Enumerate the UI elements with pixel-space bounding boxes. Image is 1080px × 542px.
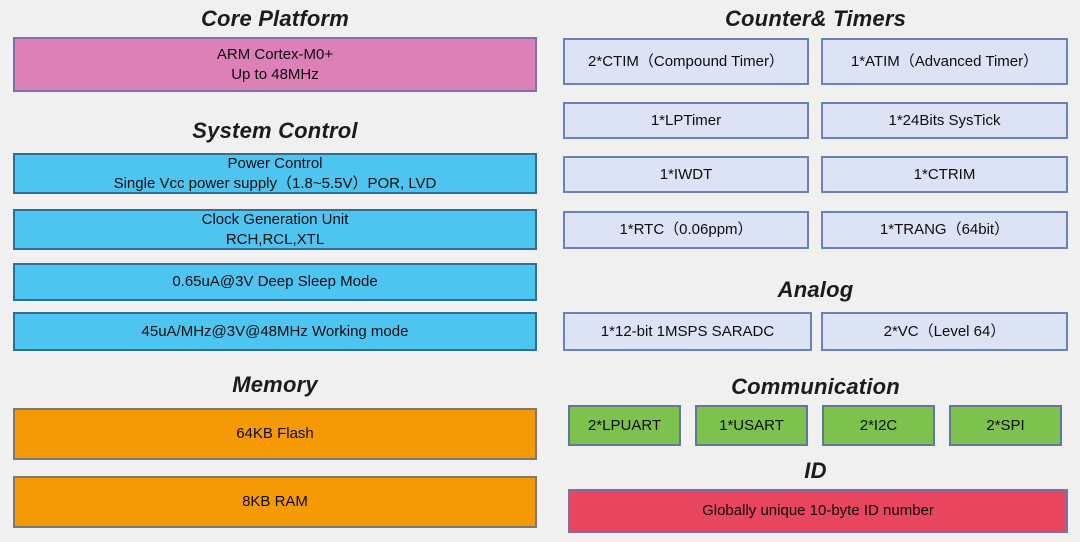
block-ctim: 2*CTIM（Compound Timer） xyxy=(563,38,809,85)
block-line: 1*12-bit 1MSPS SARADC xyxy=(600,322,775,340)
block-atim: 1*ATIM（Advanced Timer） xyxy=(821,38,1068,85)
block-line: 1*ATIM（Advanced Timer） xyxy=(850,52,1039,70)
block-line: Clock Generation Unit xyxy=(201,210,349,228)
block-line: 64KB Flash xyxy=(236,425,314,442)
block-ram: 8KB RAM xyxy=(13,476,537,528)
block-line: 2*CTIM（Compound Timer） xyxy=(588,52,784,70)
block-saradc: 1*12-bit 1MSPS SARADC xyxy=(563,312,812,351)
block-line: 1*IWDT xyxy=(659,165,713,183)
block-vc: 2*VC（Level 64） xyxy=(821,312,1068,351)
block-deep-sleep-mode: 0.65uA@3V Deep Sleep Mode xyxy=(13,263,537,301)
block-working-mode: 45uA/MHz@3V@48MHz Working mode xyxy=(13,312,537,351)
block-lpuart: 2*LPUART xyxy=(568,405,681,446)
block-line: 1*USART xyxy=(719,416,784,434)
block-spi: 2*SPI xyxy=(949,405,1062,446)
section-title-counter-timers: Counter& Timers xyxy=(724,6,907,31)
block-line: 1*RTC（0.06ppm） xyxy=(619,221,753,238)
block-trang: 1*TRANG（64bit） xyxy=(821,211,1068,249)
block-line: 0.65uA@3V Deep Sleep Mode xyxy=(172,273,378,290)
block-flash: 64KB Flash xyxy=(13,408,537,460)
block-iwdt: 1*IWDT xyxy=(563,156,809,193)
block-line: 1*CTRIM xyxy=(913,165,976,183)
block-i2c: 2*I2C xyxy=(822,405,935,446)
block-clock-generation-unit: Clock Generation Unit RCH,RCL,XTL xyxy=(13,209,537,250)
block-unique-id: Globally unique 10-byte ID number xyxy=(568,489,1068,533)
block-line: 8KB RAM xyxy=(242,493,308,510)
block-rtc: 1*RTC（0.06ppm） xyxy=(563,211,809,249)
section-title-system-control: System Control xyxy=(192,118,358,143)
block-line: Single Vcc power supply（1.8~5.5V）POR, LV… xyxy=(113,174,437,192)
block-line: 2*VC（Level 64） xyxy=(883,322,1006,340)
block-line: ARM Cortex-M0+ xyxy=(216,45,334,63)
block-line: Power Control xyxy=(227,154,323,172)
section-title-core-platform: Core Platform xyxy=(200,6,350,31)
block-line: 1*TRANG（64bit） xyxy=(879,221,1010,238)
section-title-communication: Communication xyxy=(731,374,900,399)
section-title-memory: Memory xyxy=(232,372,318,397)
block-line: 1*24Bits SysTick xyxy=(888,111,1001,129)
block-systick: 1*24Bits SysTick xyxy=(821,102,1068,139)
block-line: 45uA/MHz@3V@48MHz Working mode xyxy=(141,322,409,340)
block-line: Globally unique 10-byte ID number xyxy=(702,502,934,519)
block-ctrim: 1*CTRIM xyxy=(821,156,1068,193)
block-line: 1*LPTimer xyxy=(650,111,722,129)
block-power-control: Power Control Single Vcc power supply（1.… xyxy=(13,153,537,194)
section-title-id: ID xyxy=(804,458,827,483)
block-line: 2*SPI xyxy=(986,416,1025,434)
block-line: Up to 48MHz xyxy=(231,65,319,83)
section-title-analog: Analog xyxy=(777,277,854,302)
block-line: 2*LPUART xyxy=(587,416,662,434)
block-arm-cortex-m0plus: ARM Cortex-M0+ Up to 48MHz xyxy=(13,37,537,92)
block-line: RCH,RCL,XTL xyxy=(225,230,325,248)
block-line: 2*I2C xyxy=(859,416,898,434)
block-lptimer: 1*LPTimer xyxy=(563,102,809,139)
block-usart: 1*USART xyxy=(695,405,808,446)
